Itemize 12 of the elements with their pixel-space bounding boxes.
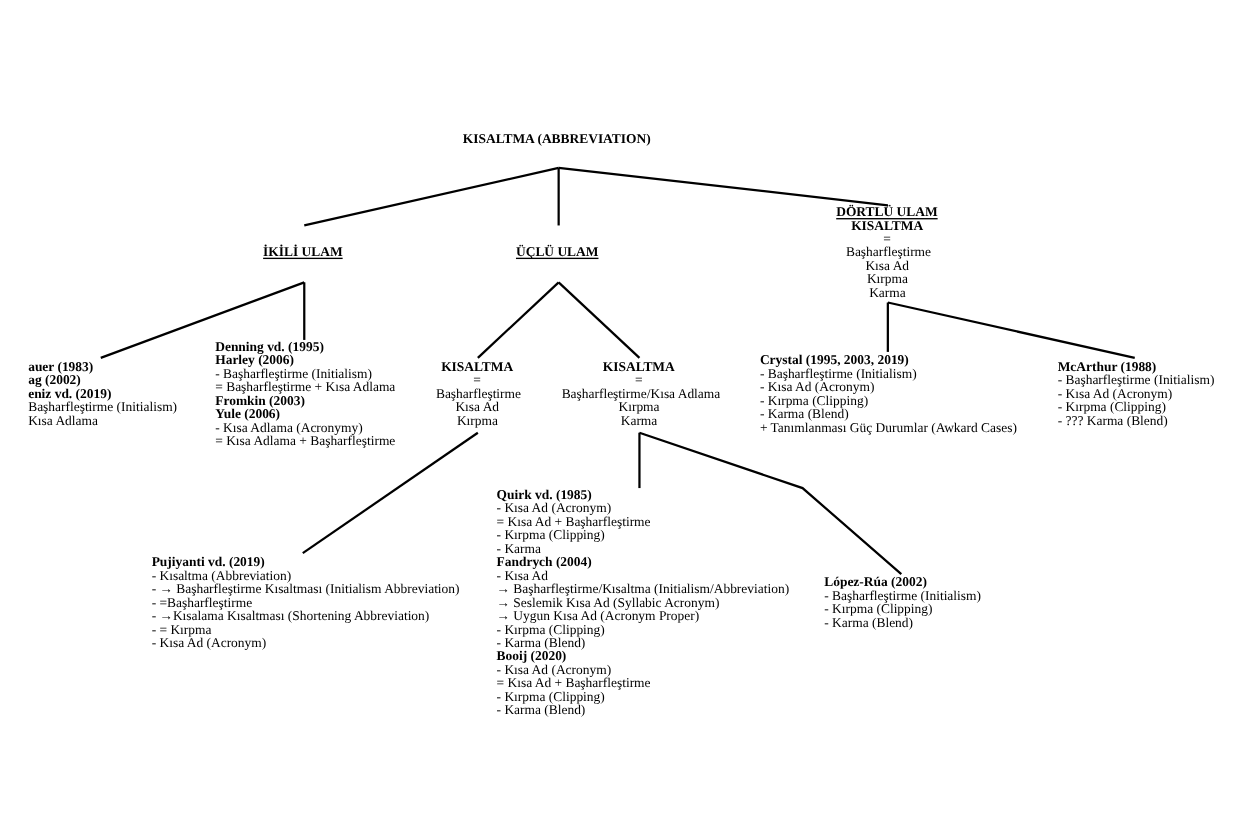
connector bbox=[887, 300, 1135, 358]
connector bbox=[557, 280, 641, 358]
connector bbox=[477, 280, 560, 358]
connector bbox=[100, 280, 305, 358]
connector bbox=[304, 165, 559, 226]
connector bbox=[639, 430, 903, 574]
connector bbox=[558, 165, 888, 206]
connector bbox=[638, 431, 641, 488]
connector bbox=[886, 301, 889, 351]
connector bbox=[557, 166, 560, 225]
connector bbox=[303, 281, 306, 339]
connector bbox=[302, 430, 479, 554]
